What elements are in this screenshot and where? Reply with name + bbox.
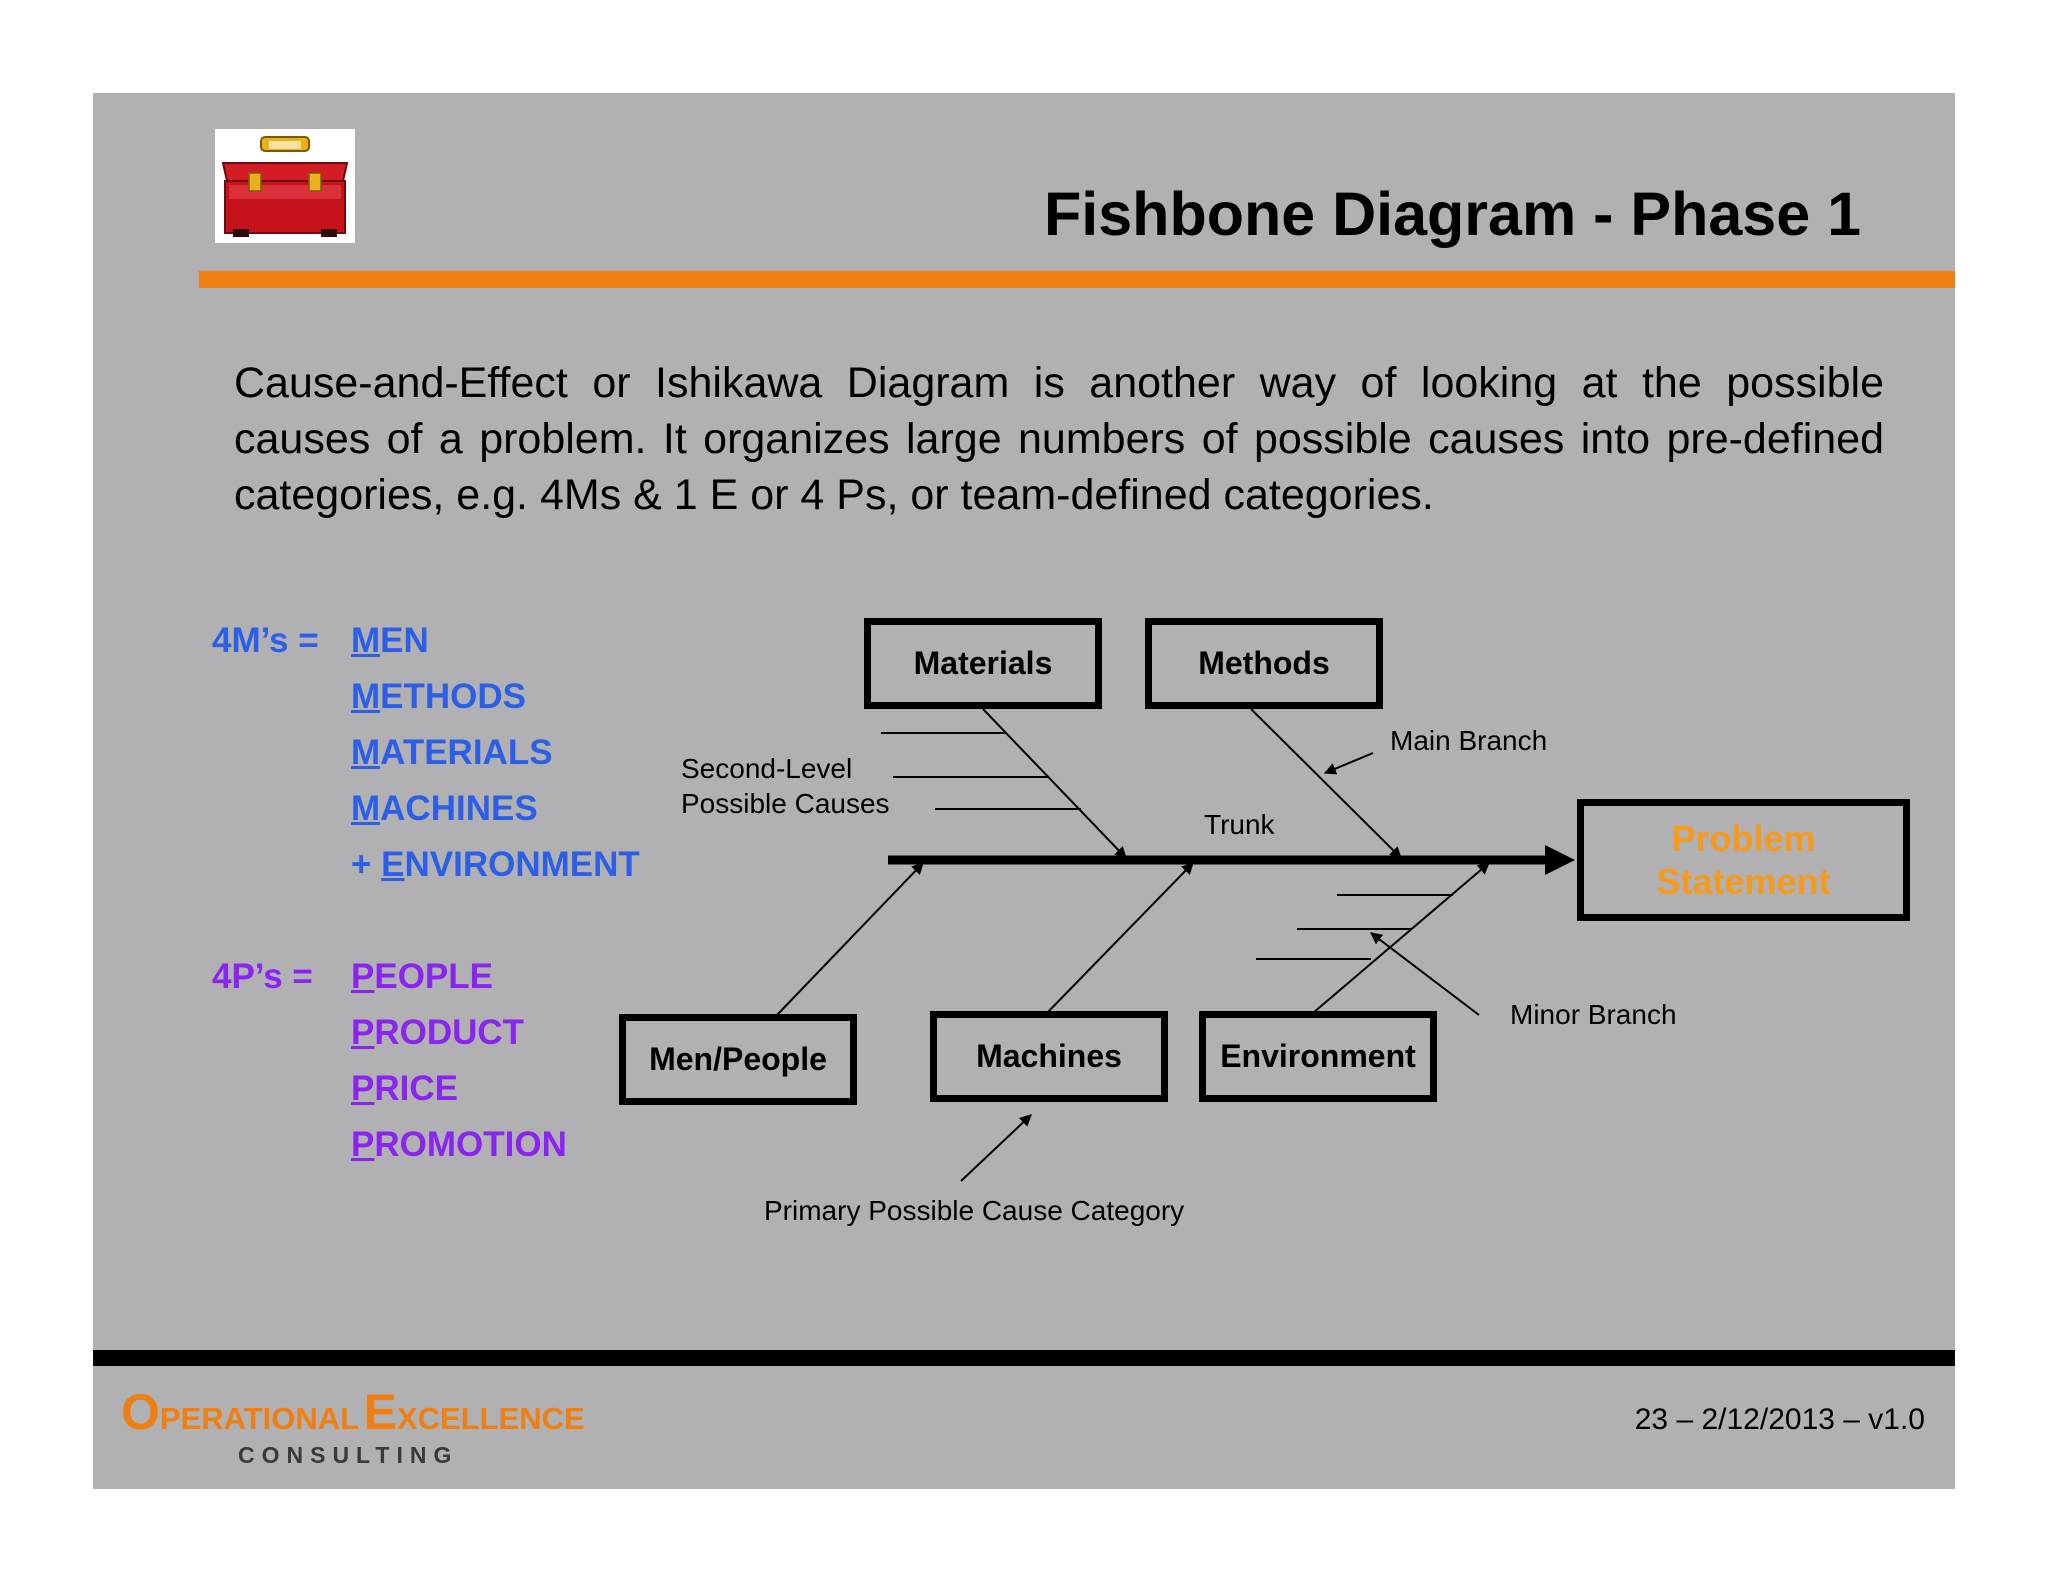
four-ps-label: 4P’s = [212, 957, 313, 996]
item-rest: ROMOTION [374, 1125, 567, 1164]
brand-word-xcellence: XCELLENCE [396, 1401, 585, 1436]
item-initial: P [351, 1125, 375, 1164]
branch-materials [982, 708, 1127, 859]
fishbone-diagram [776, 708, 1575, 1182]
footer-divider [93, 1350, 1955, 1366]
item-rest: RODUCT [374, 1013, 525, 1052]
branch-methods [1250, 708, 1402, 859]
four-ms-item: MATERIALS [351, 733, 553, 773]
category-box-methods: Methods [1145, 618, 1383, 709]
brand-subtitle: CONSULTING [238, 1442, 459, 1468]
intro-paragraph: Cause-and-Effect or Ishikawa Diagram is … [234, 359, 1884, 519]
item-initial: E [381, 845, 405, 884]
page-title: Fishbone Diagram - Phase 1 [1044, 180, 1861, 248]
four-ms-item: MEN [351, 621, 429, 661]
problem-line-2: Statement [1656, 861, 1831, 902]
brand-word-perational: PERATIONAL [159, 1401, 360, 1436]
item-initial: P [351, 1013, 375, 1052]
category-box-men-people: Men/People [619, 1014, 857, 1105]
branch-machines [1046, 862, 1194, 1014]
primary-category-label: Primary Possible Cause Category [764, 1195, 1185, 1226]
main-branch-label: Main Branch [1390, 725, 1548, 756]
four-ps-item: PRODUCT [351, 1013, 524, 1053]
four-ms-item: + ENVIRONMENT [351, 845, 640, 885]
item-rest: ACHINES [380, 789, 538, 828]
four-ms-item: METHODS [351, 677, 526, 717]
item-rest: ETHODS [380, 677, 527, 716]
second-level-label-line2: Possible Causes [681, 788, 890, 819]
primary-category-pointer [960, 1114, 1032, 1182]
red-toolbox-icon [221, 136, 349, 237]
problem-line-1: Problem [1671, 818, 1816, 859]
problem-statement-box: Problem Statement [1577, 799, 1910, 921]
page-info: 23 – 2/12/2013 – v1.0 [1634, 1403, 1925, 1436]
item-initial: M [351, 733, 381, 772]
four-ms-item: MACHINES [351, 789, 538, 829]
category-box-environment: Environment [1199, 1011, 1437, 1102]
slide: Fishbone Diagram - Phase 1 Cause-and-Eff… [93, 93, 1955, 1489]
item-rest: NVIRONMENT [404, 845, 640, 884]
item-initial: M [351, 789, 381, 828]
four-ps-item: PEOPLE [351, 957, 493, 997]
item-initial: P [351, 1069, 375, 1108]
branch-men-people [776, 862, 924, 1016]
item-prefix: + [351, 845, 382, 884]
brand-initial-o: O [121, 1384, 160, 1440]
toolbox-logo [215, 129, 355, 243]
category-box-materials: Materials [864, 618, 1102, 709]
second-level-label-line1: Second-Level [681, 753, 853, 784]
branch-environment [1312, 862, 1490, 1014]
four-ps-item: PROMOTION [351, 1125, 567, 1165]
brand-initial-e: E [363, 1384, 397, 1440]
item-initial: M [351, 621, 381, 660]
brand-logo-text: OPERATIONAL EXCELLENCE [121, 1383, 585, 1441]
trunk-arrowhead [1545, 845, 1575, 875]
item-initial: P [351, 957, 375, 996]
item-rest: EN [380, 621, 429, 660]
main-branch-pointer [1323, 752, 1374, 775]
minor-branch-pointer [1370, 932, 1480, 1016]
minor-branch-label: Minor Branch [1510, 999, 1677, 1030]
category-box-machines: Machines [930, 1011, 1168, 1102]
item-rest: EOPLE [374, 957, 493, 996]
four-ps-item: PRICE [351, 1069, 458, 1109]
four-ms-label: 4M’s = [212, 621, 319, 660]
item-initial: M [351, 677, 381, 716]
item-rest: ATERIALS [380, 733, 553, 772]
header-divider [199, 271, 1955, 288]
item-rest: RICE [374, 1069, 458, 1108]
trunk-label: Trunk [1204, 809, 1275, 840]
